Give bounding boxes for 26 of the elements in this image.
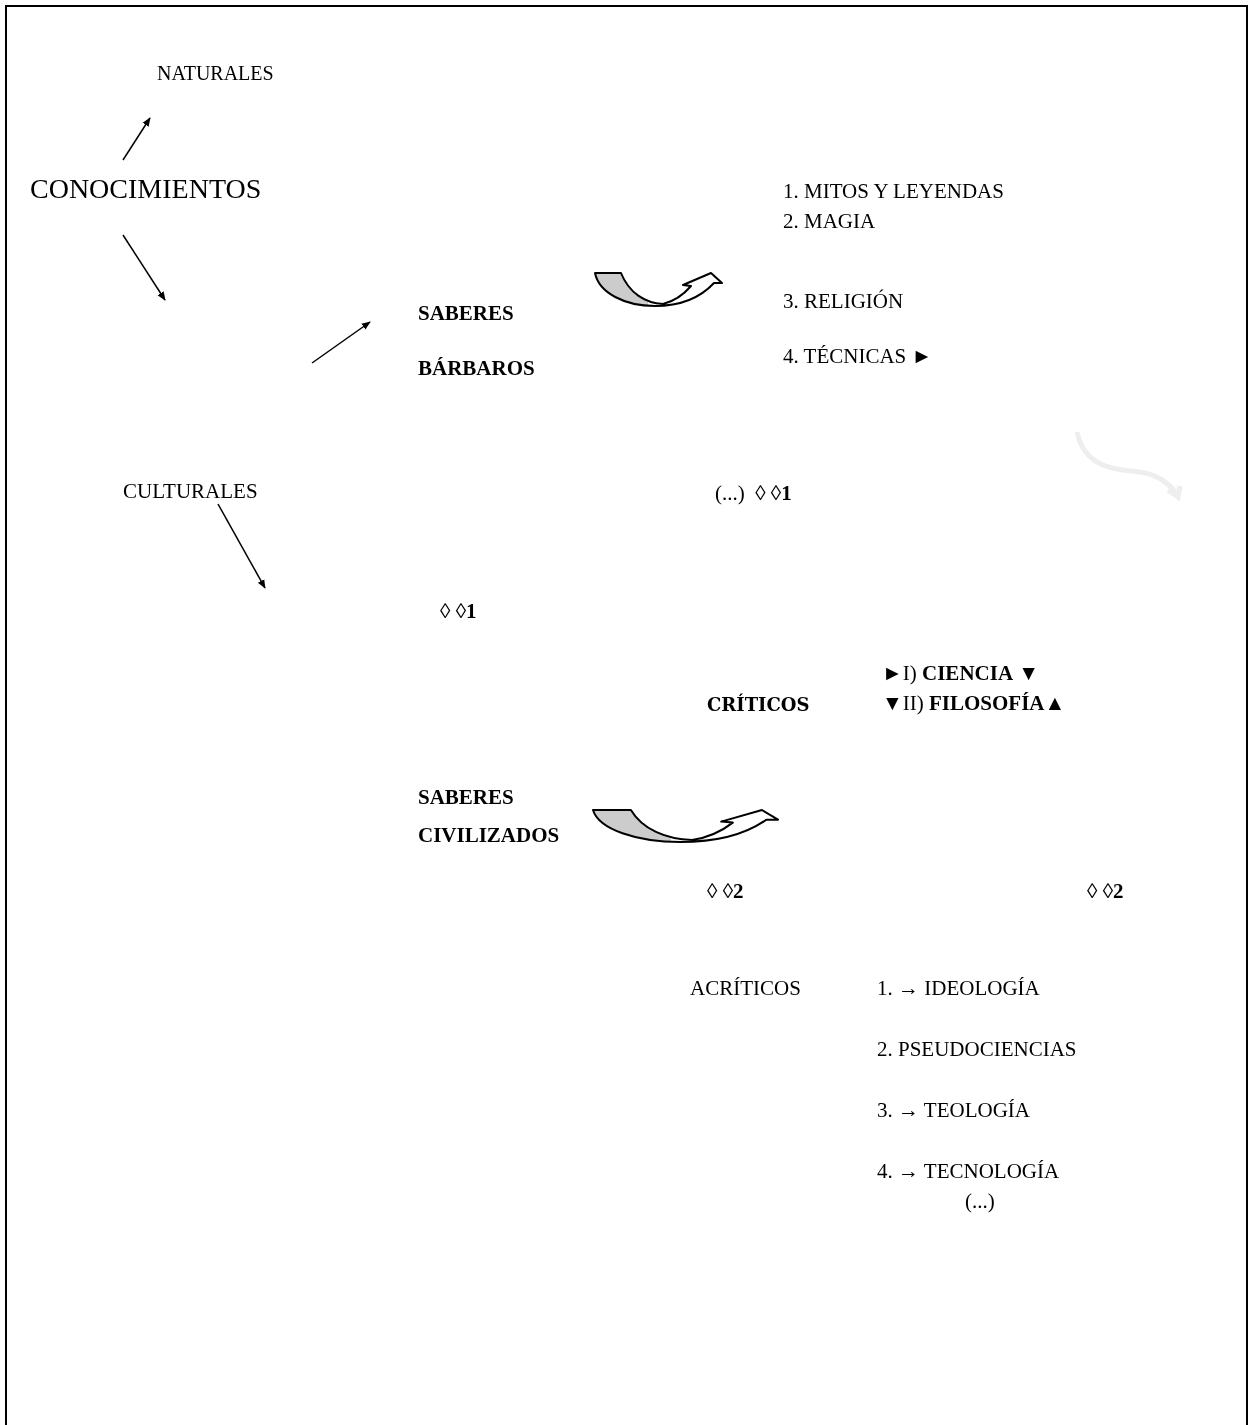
note-text: (...) [965, 1188, 995, 1214]
node-label: CULTURALES [123, 478, 258, 504]
list-item: 3. RELIGIÓN [783, 288, 904, 314]
list-item: ▼II) FILOSOFÍA▲ [882, 690, 1066, 716]
list-item: 4. TÉCNICAS ► [783, 343, 933, 369]
arrow [122, 117, 151, 161]
list-item: 4. → TECNOLOGÍA [877, 1158, 1060, 1184]
category-label: CRÍTICOS [707, 692, 810, 717]
list-item: ►I) CIENCIA ▼ [882, 660, 1040, 686]
node-label: CONOCIMIENTOS [30, 172, 262, 206]
note-text: ◊ ◊1 [440, 598, 477, 624]
list-item: 2. MAGIA [783, 208, 876, 234]
list-item: 2. PSEUDOCIENCIAS [877, 1036, 1077, 1062]
category-label: ACRÍTICOS [690, 975, 801, 1001]
list-item: 1. MITOS Y LEYENDAS [783, 178, 1004, 204]
node-label: SABERES BÁRBAROS [418, 300, 536, 382]
arrow [217, 503, 266, 589]
arrow [122, 234, 166, 301]
note-text: ◊ ◊2 [1087, 878, 1124, 904]
node-label: NATURALES [157, 61, 274, 86]
list-item: 1. → IDEOLOGÍA [877, 975, 1040, 1001]
note-text: ◊ ◊2 [707, 878, 744, 904]
note-text: (...) ◊ ◊1 [715, 480, 792, 506]
list-item: 3. → TEOLOGÍA [877, 1097, 1030, 1123]
arrow [311, 321, 371, 364]
node-label: SABERES CIVILIZADOS [418, 784, 561, 849]
